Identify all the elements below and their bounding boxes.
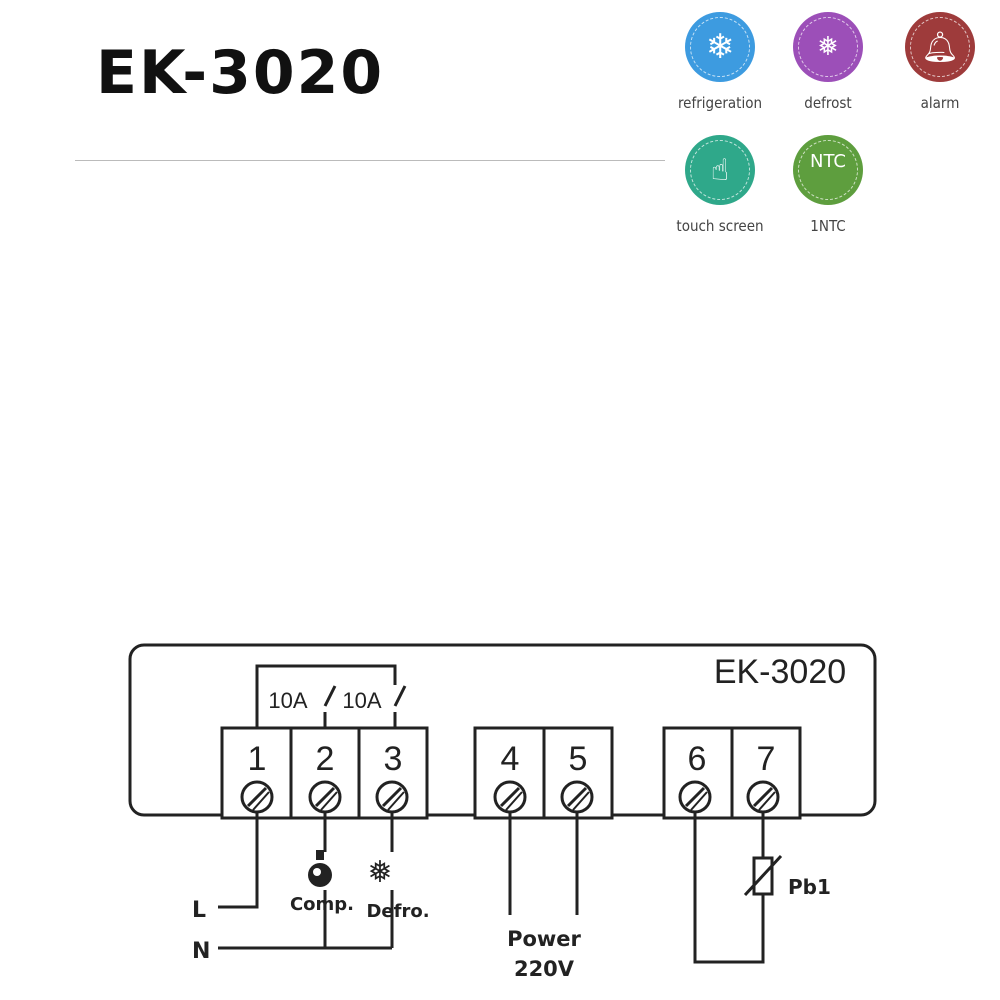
line-label: L [192,898,206,923]
relay-switch [323,685,337,707]
feature-defrost: ❅ defrost [773,12,883,112]
power-label: Power [507,927,581,951]
touch-icon: ☝ [685,135,755,205]
relay-switch [393,685,407,707]
feature-refrigeration: ❄ refrigeration [665,12,775,112]
feature-touch-screen: ☝ touch screen [665,135,775,241]
terminal-screw-icon [308,780,342,814]
terminal-screw-icon [678,780,712,814]
terminal-screw-icon [240,780,274,814]
terminal-screw-icon [375,780,409,814]
terminal-screw-icon [746,780,780,814]
terminal-number: 2 [316,740,335,778]
divider [75,160,665,161]
defrost-label: Defro. [366,901,429,922]
relay-rating: 10A [342,688,381,713]
compressor-icon [308,850,332,887]
sensor-label: Pb1 [788,875,831,899]
neutral-label: N [192,939,210,964]
terminal-number: 4 [501,740,520,778]
wire-L [218,800,259,909]
compressor-label: Comp. [290,894,354,915]
defrost-icon: ❅ [793,12,863,82]
feature-label: 1NTC [810,217,846,235]
terminal-screw-icon [560,780,594,814]
terminal-number: 3 [384,740,403,778]
product-title: EK-3020 [96,38,385,108]
feature-label: alarm [920,94,960,112]
feature-label: refrigeration [677,94,763,112]
ntc-icon: NTC [793,135,863,205]
terminal-number: 5 [569,740,588,778]
terminal-screw-icon [493,780,527,814]
snowflake-icon: ❄ [685,12,755,82]
bell-icon: 🔔︎ [905,12,975,82]
svg-text:❅: ❅ [367,855,392,890]
power-voltage: 220V [514,957,575,981]
feature-1ntc: NTC 1NTC [773,135,883,235]
feature-label: touch screen [676,217,764,235]
diagram-model: EK-3020 [714,653,846,691]
terminal-number: 6 [688,740,707,778]
relay-rating: 10A [268,688,307,713]
relay-common [255,664,397,728]
defrost-heater-icon: ❅ [367,855,392,890]
feature-alarm: 🔔︎ alarm [885,12,995,112]
terminal-number: 1 [248,740,267,778]
terminal-number: 7 [757,740,776,778]
feature-label: defrost [804,94,852,112]
